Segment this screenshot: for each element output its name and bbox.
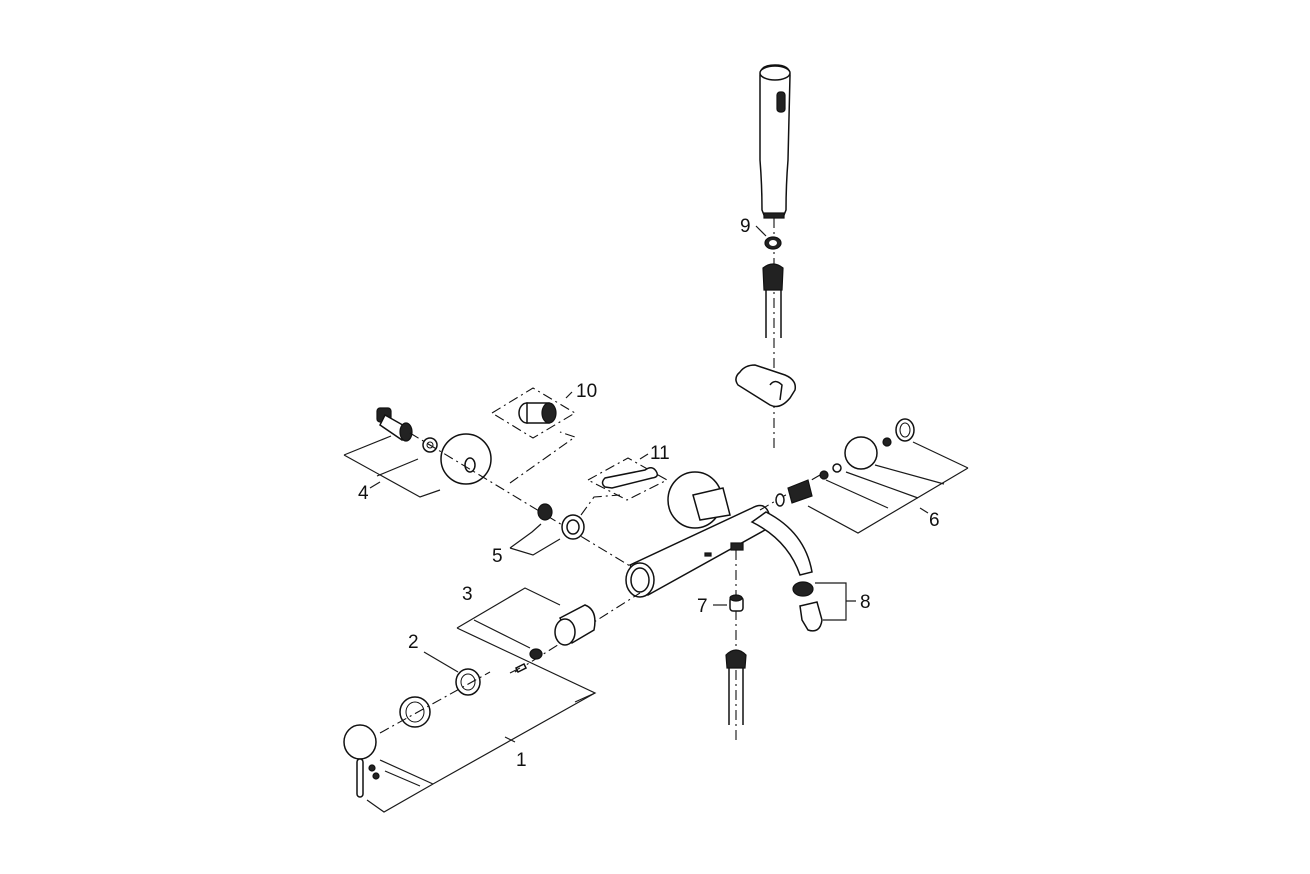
- label-9: 9: [740, 216, 751, 237]
- label-6: 6: [929, 510, 940, 531]
- part-7: [729, 594, 744, 612]
- label-10: 10: [576, 381, 597, 402]
- shower-hose-top: [762, 263, 784, 338]
- label-3: 3: [462, 584, 473, 605]
- part-2-group: [379, 651, 491, 734]
- part-4-group: [343, 407, 492, 498]
- part-3-group: [456, 587, 597, 703]
- label-8: 8: [860, 592, 871, 613]
- mixer-body: [625, 471, 813, 598]
- label-7: 7: [697, 596, 708, 617]
- label-4: 4: [358, 483, 369, 504]
- part-5-group: [509, 503, 585, 556]
- label-11: 11: [650, 443, 670, 464]
- part-8-group: [792, 581, 856, 632]
- part-10-group: [490, 387, 577, 439]
- part-1-group: [343, 692, 596, 813]
- part-11-group: [580, 453, 669, 516]
- shower-holder: [735, 364, 797, 408]
- axis-left-connection: [409, 432, 641, 573]
- label-5: 5: [492, 546, 503, 567]
- part-6-group: [759, 418, 969, 534]
- label-1: 1: [516, 750, 527, 771]
- lower-hose: [725, 649, 747, 725]
- hand-shower: [759, 64, 791, 219]
- label-2: 2: [408, 632, 419, 653]
